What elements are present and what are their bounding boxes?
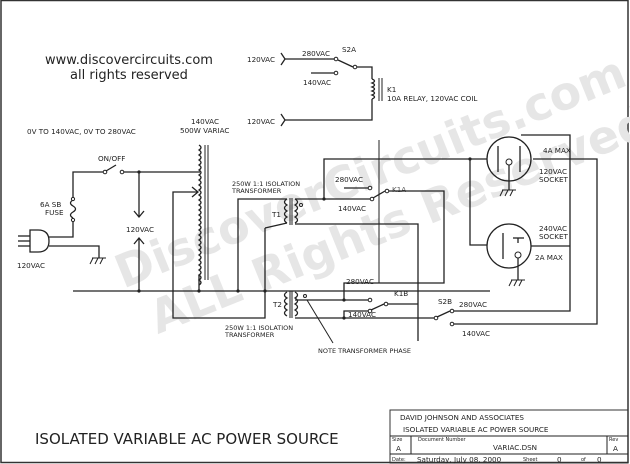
- t2-phase-dot: [303, 294, 307, 298]
- relay-input-top-label: 120VAC: [247, 55, 275, 64]
- on-off-switch-blade[interactable]: [105, 164, 117, 172]
- phase-note-leader: [306, 299, 334, 344]
- s2b-label: S2B: [438, 297, 452, 306]
- schematic-title: ISOLATED VARIABLE AC POWER SOURCE: [35, 430, 339, 448]
- variac: 140VAC 500W VARIAC: [172, 117, 229, 291]
- k1b-140-label: 140VAC: [348, 310, 376, 319]
- ground-icon: [508, 279, 525, 287]
- k1b-label: K1B: [394, 289, 408, 298]
- t2-label: T2: [272, 300, 282, 309]
- sheet-value: 0: [557, 455, 562, 464]
- switch-s2b: S2B 280VAC 140VAC: [433, 134, 598, 338]
- s2a-140-label: 140VAC: [303, 78, 331, 87]
- doc-number-label: Document Number: [418, 437, 467, 443]
- k1-label: K1: [387, 85, 396, 94]
- k1-desc: 10A RELAY, 120VAC COIL: [387, 94, 477, 103]
- ac-plug-icon: [18, 229, 50, 253]
- t1-phase-dot: [299, 203, 303, 207]
- company-name: DAVID JOHNSON AND ASSOCIATES: [400, 413, 524, 422]
- ground-icon: [499, 189, 516, 197]
- variac-wiper-icon: [191, 186, 200, 198]
- socket-240-outline: [486, 223, 532, 269]
- t1-desc-1: 250W 1:1 ISOLATION: [232, 180, 300, 188]
- of-label: of: [581, 457, 586, 463]
- arrow-down-icon: [133, 210, 145, 219]
- k1a-140-label: 140VAC: [338, 204, 366, 213]
- fuse-label-2: FUSE: [45, 208, 64, 217]
- s2a-label: S2A: [342, 45, 356, 54]
- doc-number-value: VARIAC.DSN: [493, 443, 537, 452]
- t2-desc-1: 250W 1:1 ISOLATION: [225, 324, 293, 332]
- variac-label-1: 140VAC: [191, 117, 219, 126]
- socket-240-max: 2A MAX: [535, 253, 563, 262]
- relay-control-circuit: 120VAC 280VAC S2A 140VAC K1 10A RELAY, 1…: [247, 45, 477, 127]
- k1a-280-label: 280VAC: [335, 175, 363, 184]
- transformer-t2: T2 250W 1:1 ISOLATION TRANSFORMER NOTE T…: [224, 277, 434, 355]
- input-section: 120VAC 6A SB FUSE ON/OFF 120VAC: [17, 154, 200, 291]
- phase-note: NOTE TRANSFORMER PHASE: [318, 347, 411, 355]
- ground-icon: [89, 257, 106, 265]
- title-block-title: ISOLATED VARIABLE AC POWER SOURCE: [403, 425, 549, 434]
- plug-label: 120VAC: [17, 261, 45, 270]
- t2-desc-2: TRANSFORMER: [224, 331, 275, 339]
- watermark: DiscoverCircuits.com ALL Rights Reserved: [107, 45, 630, 345]
- s2a-switch-blade: [337, 59, 354, 68]
- on-off-label: ON/OFF: [98, 154, 125, 163]
- socket-120-max: 4A MAX: [543, 146, 571, 155]
- socket-120-label-2: SOCKET: [539, 175, 568, 184]
- date-value: Saturday, July 08, 2000: [417, 455, 502, 464]
- variac-winding-icon: [197, 144, 202, 286]
- fuse-label-1: 6A SB: [40, 200, 61, 209]
- t2-secondary-icon: [293, 291, 299, 317]
- rev-value: A: [613, 444, 618, 453]
- size-value: A: [396, 444, 401, 453]
- measure-label: 120VAC: [126, 225, 154, 234]
- s2a-280-label: 280VAC: [302, 49, 330, 58]
- size-label: Size: [392, 437, 402, 443]
- s2b-140-label: 140VAC: [462, 329, 490, 338]
- rights-text: all rights reserved: [70, 68, 188, 83]
- k1a-label: K1A: [392, 185, 406, 194]
- date-label: Date:: [392, 457, 406, 463]
- sheet-label: Sheet: [523, 457, 537, 463]
- t1-desc-2: TRANSFORMER: [231, 187, 282, 195]
- input-arrow-icon: [280, 113, 286, 127]
- s2b-switch-blade[interactable]: [436, 310, 451, 318]
- transformer-t1: 250W 1:1 ISOLATION TRANSFORMER T1 280VAC…: [231, 140, 470, 341]
- socket-120vac: 4A MAX 120VAC SOCKET: [468, 136, 571, 197]
- s2b-280-label: 280VAC: [459, 300, 487, 309]
- of-value: 0: [597, 455, 602, 464]
- k1b-280-label: 280VAC: [346, 277, 374, 286]
- socket-240-label-2: SOCKET: [539, 232, 568, 241]
- variac-label-2: 500W VARIAC: [180, 126, 229, 135]
- k1b-contact-blade: [370, 303, 385, 311]
- input-arrow-icon: [280, 52, 286, 66]
- fuse-icon: [69, 199, 77, 219]
- socket-240vac: 240VAC SOCKET 2A MAX: [469, 159, 570, 287]
- k1-coil-icon: [370, 78, 376, 100]
- website-text: www.discovercircuits.com: [45, 53, 213, 68]
- title-block: DAVID JOHNSON AND ASSOCIATES ISOLATED VA…: [389, 409, 629, 464]
- socket-120-label-1: 120VAC: [539, 167, 567, 176]
- relay-input-bottom-label: 120VAC: [247, 117, 275, 126]
- t1-primary-icon: [283, 198, 289, 224]
- t1-secondary-icon: [293, 198, 299, 224]
- t2-primary-icon: [283, 291, 289, 317]
- socket-240-label-1: 240VAC: [539, 224, 567, 233]
- rev-label: Rev: [609, 437, 618, 443]
- t1-label: T1: [271, 210, 281, 219]
- range-note: 0V TO 140VAC, 0V TO 280VAC: [27, 127, 136, 136]
